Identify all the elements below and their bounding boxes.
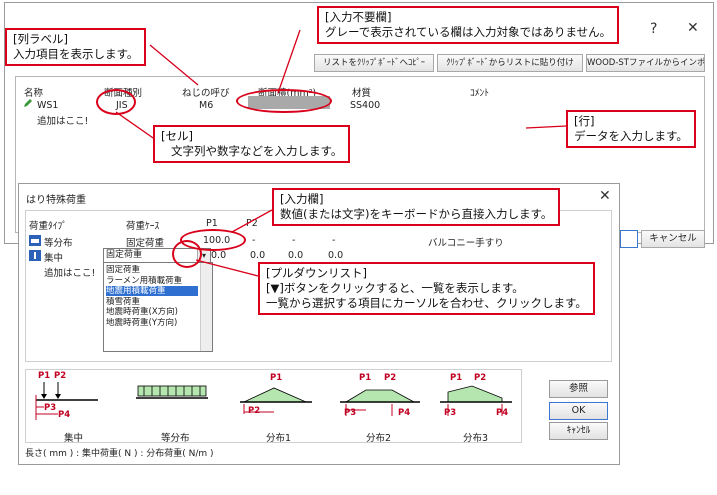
row-comment[interactable]: バルコニー手すり (428, 238, 504, 249)
row-load-case[interactable]: 固定荷重 (126, 238, 165, 249)
copy-to-clipboard-button[interactable]: リストをｸﾘｯﾌﾟﾎﾞｰﾄﾞへｺﾋﾟｰ (314, 54, 434, 72)
dialog-title: はり特殊荷重 (26, 195, 86, 206)
diagram-label-uniform: 等分布 (161, 433, 190, 444)
add-row-here[interactable]: 追加はここ! (44, 268, 96, 279)
p1-label: P1 (359, 373, 372, 383)
load-case-dropdown-list[interactable]: 固定荷重ラーメン用積載荷重地震用積載荷重積雪荷重地震時荷重(X方向)地震時荷重(… (103, 262, 213, 352)
ok-button[interactable]: OK (549, 402, 608, 420)
diagram-label-point: 集中 (64, 433, 84, 444)
close-icon[interactable]: ✕ (687, 20, 699, 36)
p4-label: P4 (58, 410, 71, 420)
point-load-icon (29, 250, 41, 261)
top-cancel-button[interactable]: キャンセル (641, 230, 705, 248)
row-col3-value[interactable]: - (292, 235, 296, 246)
callout-no-input: [入力不要欄] グレーで表示されている欄は入力対象ではありません。 (317, 6, 620, 44)
row-col4-value[interactable]: - (332, 235, 336, 246)
callout-pulldown-list: [プルダウンリスト] [▼]ボタンをクリックすると、一覧を表示します。 一覧から… (258, 262, 595, 315)
dropdown-option[interactable]: 地震時荷重(X方向) (106, 307, 178, 317)
p3-label: P3 (344, 408, 357, 418)
p2-label: P2 (474, 373, 487, 383)
column-header-screw-size: ねじの呼び (182, 88, 230, 99)
diagram-label-dist3: 分布3 (463, 433, 489, 444)
row-material-cell[interactable]: SS400 (350, 100, 381, 111)
point-load-diagram[interactable] (32, 372, 102, 430)
special-beam-load-dialog: はり特殊荷重 ✕ 荷重ﾀｲﾌﾟ 荷重ｹｰｽ P1 P2 等分布 固定荷重 100… (18, 183, 620, 465)
p1-label: P1 (450, 373, 463, 383)
dropdown-option[interactable]: 地震時荷重(Y方向) (106, 317, 178, 328)
uniform-load-icon (29, 235, 41, 246)
row-load-type: 集中 (44, 253, 64, 264)
p4-label: P4 (398, 408, 411, 418)
help-icon[interactable]: ? (650, 21, 658, 37)
callout-input-field: [入力欄] 数値(または文字)をキーボードから直接入力します。 (272, 188, 561, 226)
top-ok-button-edge[interactable] (620, 230, 638, 248)
callout-column-label: [列ラベル] 入力項目を表示します。 (5, 28, 147, 66)
cancel-button[interactable]: ｷｬﾝｾﾙ (549, 422, 608, 440)
diagram-label-dist2: 分布2 (366, 433, 392, 444)
row-col4-value[interactable]: 0.0 (328, 250, 344, 261)
dropdown-option[interactable]: 地震用積載荷重 (106, 286, 198, 296)
dropdown-option[interactable]: ラーメン用積載荷重 (106, 275, 183, 286)
row-p2-value[interactable]: 0.0 (250, 250, 266, 261)
column-header-name: 名称 (24, 88, 44, 99)
p2-label: P2 (54, 371, 67, 381)
row-p1-value[interactable]: 0.0 (211, 250, 227, 261)
distribution-1-diagram[interactable] (238, 382, 318, 422)
row-screw-size-cell[interactable]: M6 (199, 100, 214, 111)
callout-row: [行] データを入力します。 (566, 110, 696, 148)
column-header-load-case: 荷重ｹｰｽ (126, 221, 160, 232)
close-icon[interactable]: ✕ (599, 188, 611, 204)
row-p2-value[interactable]: - (252, 235, 256, 246)
dropdown-option[interactable]: 固定荷重 (106, 265, 141, 275)
callout-cell: [セル] 文字列や数字などを入力します。 (153, 125, 351, 163)
distribution-2-diagram[interactable] (338, 382, 424, 422)
p3-label: P3 (44, 403, 57, 413)
dropdown-option[interactable]: 積雪荷重 (106, 296, 141, 307)
uniform-load-diagram[interactable] (136, 384, 211, 414)
paste-from-clipboard-button[interactable]: ｸﾘｯﾌﾟﾎﾞｰﾄﾞからリストに貼り付け (437, 54, 583, 72)
column-header-material: 材質 (352, 88, 372, 99)
distribution-3-diagram[interactable] (438, 382, 518, 422)
load-case-dropdown-value: 固定荷重 (106, 250, 143, 260)
p2-label: P2 (248, 406, 261, 416)
load-diagram-panel: P1 P2 P3 P4 集中 等分布 P1 P2 分布1 (25, 369, 522, 444)
column-header-p1: P1 (206, 218, 218, 229)
row-name-cell[interactable]: WS1 (37, 100, 59, 111)
row-col3-value[interactable]: 0.0 (288, 250, 304, 261)
cell-highlight-ring (96, 89, 136, 115)
import-wood-st-button[interactable]: WOOD-STファイルからインポート (586, 54, 705, 72)
p3-label: P3 (444, 408, 457, 418)
row-load-type: 等分布 (44, 238, 73, 249)
no-input-highlight-ring (236, 89, 332, 113)
p4-label: P4 (496, 408, 509, 418)
p1-label: P1 (38, 371, 51, 381)
diagram-label-dist1: 分布1 (266, 433, 292, 444)
p2-label: P2 (384, 373, 397, 383)
dropdown-scrollbar[interactable] (200, 263, 212, 351)
edit-pencil-icon (24, 99, 32, 107)
add-row-here[interactable]: 追加はここ! (37, 116, 89, 127)
column-header-comment: ｺﾒﾝﾄ (470, 88, 490, 99)
dropdown-button-highlight-ring (172, 240, 202, 268)
browse-button[interactable]: 参照 (549, 380, 608, 398)
column-header-p2: P2 (246, 218, 258, 229)
p1-label: P1 (270, 373, 283, 383)
unit-status-text: 長さ( mm ) : 集中荷重( N ) : 分布荷重( N/m ) (25, 449, 214, 459)
column-header-load-type: 荷重ﾀｲﾌﾟ (29, 221, 68, 232)
